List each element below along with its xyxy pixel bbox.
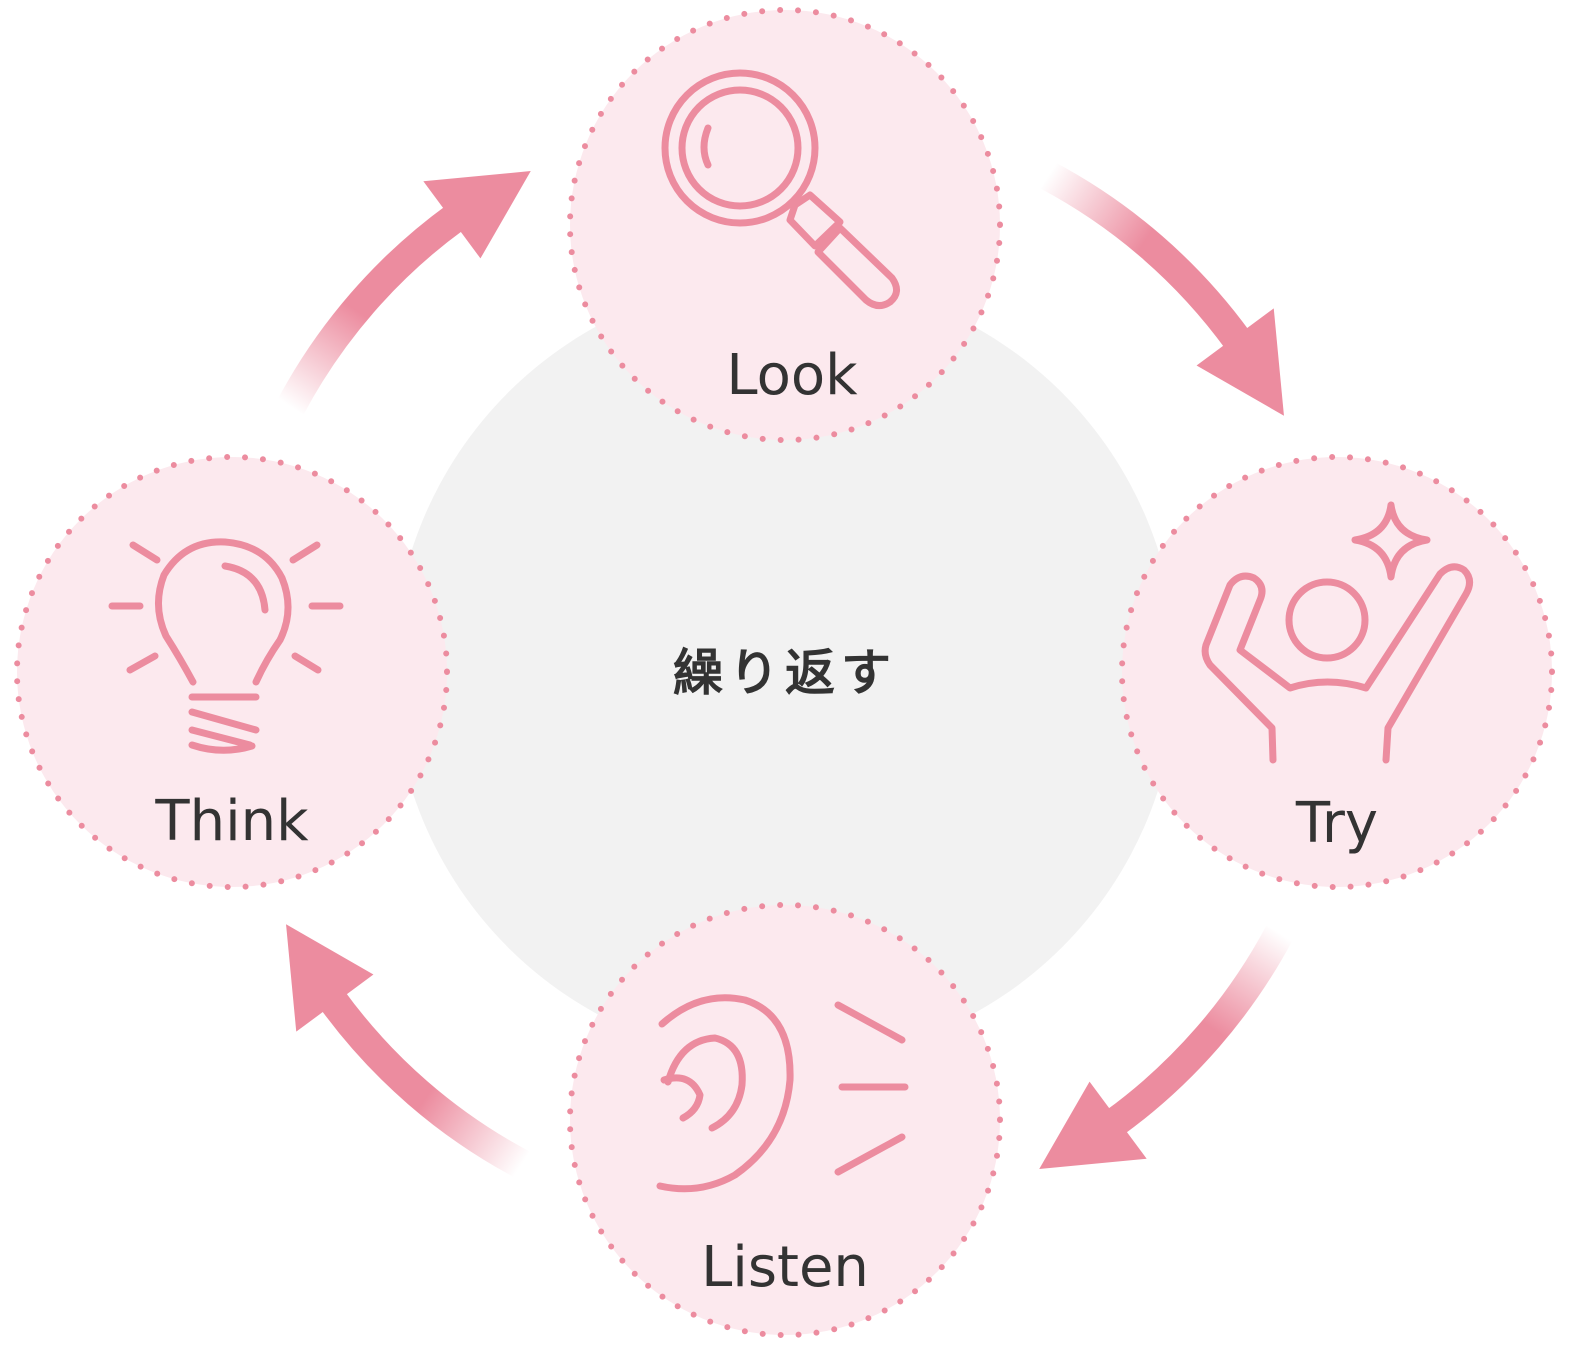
arrow-head	[286, 924, 374, 1032]
arrows	[277, 162, 1293, 1178]
step-think: Think	[14, 454, 450, 890]
step-listen: Listen	[567, 902, 1003, 1338]
arrow-head	[1039, 1081, 1147, 1169]
step-circle	[14, 454, 450, 890]
step-label: Listen	[701, 1235, 869, 1300]
lightbulb-icon	[108, 538, 344, 754]
arrow-shaft	[1040, 162, 1251, 350]
arrow-head	[423, 171, 531, 259]
center-circle	[393, 278, 1177, 1062]
step-circle	[1119, 454, 1555, 890]
center-label: 繰り返す	[673, 644, 897, 702]
magnifier-icon	[661, 69, 900, 309]
raised-hands-person-icon	[1201, 501, 1473, 764]
ear-icon	[656, 994, 909, 1193]
step-circle	[567, 7, 1003, 443]
arrow-shaft	[319, 990, 530, 1178]
step-label: Think	[154, 789, 309, 854]
step-label: Try	[1295, 791, 1378, 856]
arrow-shaft	[1105, 925, 1293, 1136]
step-try: Try	[1119, 454, 1555, 890]
arrow-head	[1196, 308, 1284, 416]
arrow-shaft	[277, 204, 465, 415]
step-label: Look	[726, 343, 858, 408]
step-look: Look	[567, 7, 1003, 443]
